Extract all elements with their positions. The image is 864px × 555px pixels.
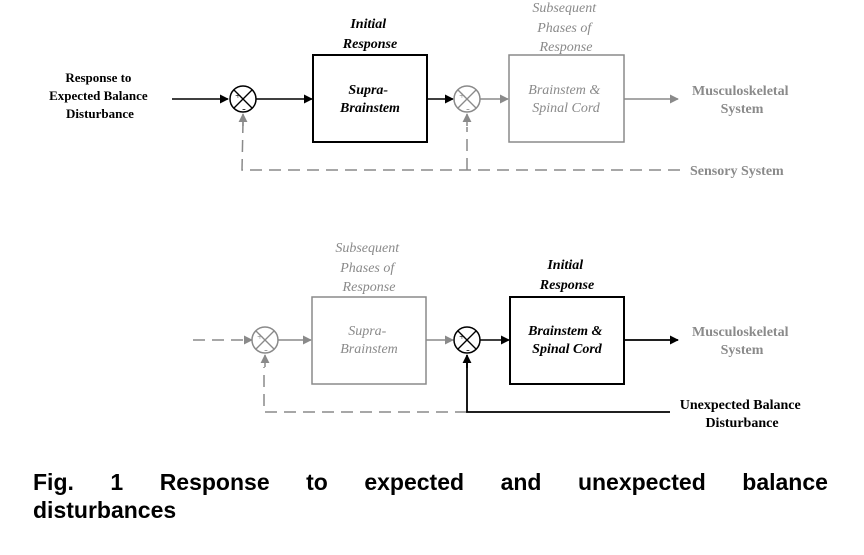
caption-word: Fig.	[33, 469, 74, 495]
svg-text:-: -	[264, 344, 268, 356]
bottom-disturbance-label: Unexpected Balance Disturbance	[680, 398, 804, 431]
caption-word: 1	[110, 469, 124, 495]
caption-line-1: Fig. 1 Response to expected and unexpect…	[33, 468, 828, 496]
top-block-brainstem-spinal-cord	[508, 54, 625, 143]
top-block1-header: Initial Response	[342, 17, 397, 52]
top-summing-junction-1: + -	[229, 85, 257, 115]
svg-text:+: +	[257, 332, 263, 343]
svg-text:-: -	[466, 344, 470, 356]
bottom-diagram: + - Subsequent Phases of Response Supra-…	[193, 241, 804, 431]
bottom-block1-text: Supra- Brainstem	[340, 324, 398, 357]
top-block1-text: Supra- Brainstem	[339, 83, 400, 116]
caption-word: and	[500, 469, 542, 495]
top-block2-text: Brainstem & Spinal Cord	[528, 83, 603, 116]
top-feedback-label: Sensory System	[690, 164, 784, 179]
caption-word: unexpected	[577, 469, 706, 495]
caption-word: balance	[742, 469, 828, 495]
bottom-disturbance-path	[466, 356, 670, 413]
bottom-block2-text: Brainstem & Spinal Cord	[527, 324, 606, 357]
figure-caption: Fig. 1 Response to expected and unexpect…	[33, 468, 828, 524]
top-block2-header: Subsequent Phases of Response	[532, 1, 599, 55]
caption-word: expected	[364, 469, 465, 495]
bottom-block2-header: Initial Response	[539, 258, 594, 293]
bottom-block-brainstem-spinal-cord	[509, 296, 625, 385]
bottom-feedback-path	[263, 367, 467, 413]
svg-text:-: -	[466, 103, 470, 115]
bottom-output-label: Musculoskeletal System	[692, 325, 792, 358]
top-output-label: Musculoskeletal System	[692, 84, 792, 117]
top-diagram: Response to Expected Balance Disturbance…	[49, 1, 792, 179]
bottom-summing-junction-2: + -	[453, 326, 481, 356]
bottom-summing-junction-1: + -	[251, 326, 279, 356]
caption-word: Response	[159, 469, 270, 495]
balance-response-diagram: Response to Expected Balance Disturbance…	[49, 1, 804, 431]
svg-text:-: -	[242, 103, 246, 115]
top-input-label: Response to Expected Balance Disturbance	[49, 70, 151, 121]
caption-word: to	[306, 469, 328, 495]
svg-text:+: +	[459, 332, 465, 343]
bottom-block1-header: Subsequent Phases of Response	[335, 241, 402, 295]
svg-text:+: +	[459, 91, 465, 102]
top-summing-junction-2: + -	[453, 85, 481, 115]
bottom-block-supra-brainstem	[311, 296, 427, 385]
top-feedback-path-1	[241, 121, 680, 171]
svg-text:+: +	[235, 91, 241, 102]
caption-line-2: disturbances	[33, 497, 177, 523]
top-block-supra-brainstem	[312, 54, 428, 143]
